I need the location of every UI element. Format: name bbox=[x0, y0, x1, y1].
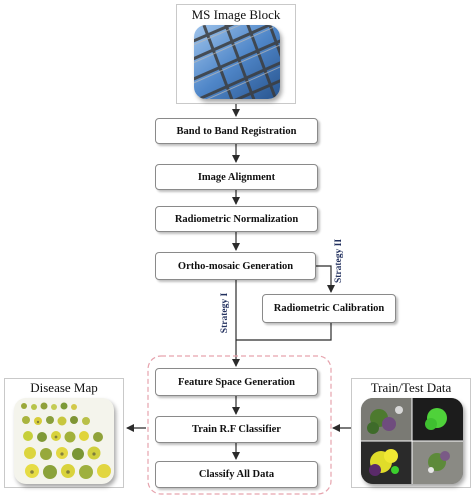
step-orthomosaic-generation: Ortho-mosaic Generation bbox=[155, 252, 316, 280]
step-image-alignment: Image Alignment bbox=[155, 164, 318, 190]
step-train-rf-classifier: Train R.F Classifier bbox=[155, 416, 318, 443]
multispectral-image-icon bbox=[194, 25, 280, 99]
disease-map-image-icon bbox=[21, 402, 111, 479]
train-test-title: Train/Test Data bbox=[370, 380, 452, 395]
step-radiometric-normalization: Radiometric Normalization bbox=[155, 206, 318, 232]
ms-image-thumbnail bbox=[194, 25, 280, 99]
step-classify-all-data: Classify All Data bbox=[155, 461, 318, 488]
train-test-image-icon bbox=[361, 398, 463, 484]
line-radcal-to-main bbox=[236, 323, 332, 341]
step-band-registration: Band to Band Registration bbox=[155, 118, 318, 144]
train-test-thumbnail bbox=[361, 398, 463, 484]
step-feature-space-generation: Feature Space Generation bbox=[155, 368, 318, 396]
strategy-ii-label: Strategy II bbox=[334, 238, 344, 284]
step-radiometric-calibration: Radiometric Calibration bbox=[262, 294, 396, 323]
classification-dashed-group bbox=[147, 355, 332, 495]
arrow-strategy-ii bbox=[316, 265, 335, 293]
disease-map-thumbnail bbox=[14, 398, 114, 484]
strategy-i-label: Strategy I bbox=[220, 292, 230, 334]
ms-image-block-title: MS Image Block bbox=[191, 7, 281, 22]
disease-map-title: Disease Map bbox=[30, 380, 98, 395]
